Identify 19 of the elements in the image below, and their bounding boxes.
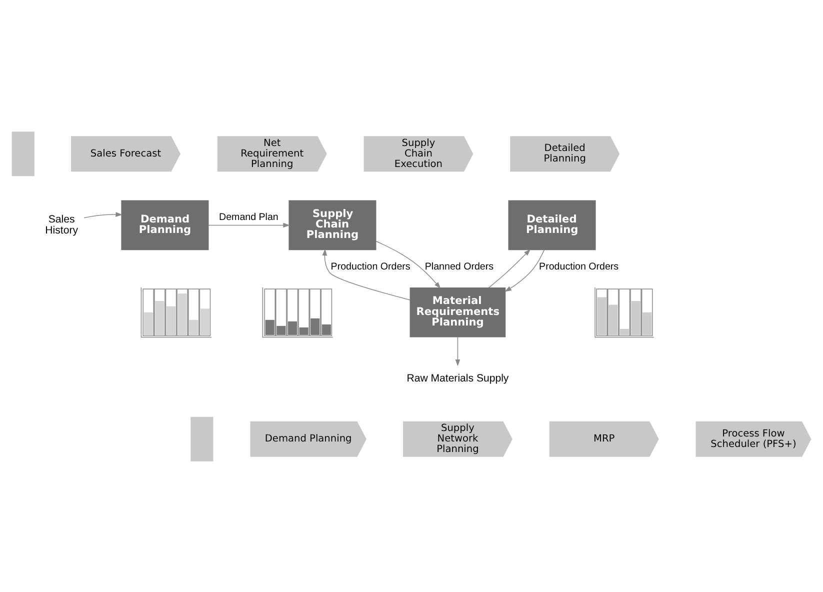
arrow bbox=[376, 240, 441, 288]
arrow bbox=[84, 212, 122, 218]
arrow bbox=[322, 248, 411, 300]
node-box: Demand Planning bbox=[121, 200, 209, 250]
node-text: Raw Materials Supply bbox=[406, 372, 509, 384]
edge-label: Planned Orders bbox=[424, 261, 494, 272]
node-box: Material Requirements Planning bbox=[410, 286, 506, 337]
node-box: Supply Chain Planning bbox=[288, 200, 376, 250]
edge-label: Production Orders bbox=[330, 261, 410, 272]
arrow bbox=[208, 222, 290, 228]
node-box bbox=[12, 131, 34, 176]
node-text: Sales History bbox=[45, 212, 78, 236]
arrow bbox=[455, 336, 460, 366]
edge-label: Demand Plan bbox=[219, 212, 278, 223]
node-box: Detailed Planning bbox=[508, 200, 596, 250]
arrow bbox=[504, 249, 545, 292]
edge-label: Production Orders bbox=[539, 261, 619, 272]
node-box bbox=[190, 416, 214, 461]
arrow bbox=[488, 248, 531, 288]
